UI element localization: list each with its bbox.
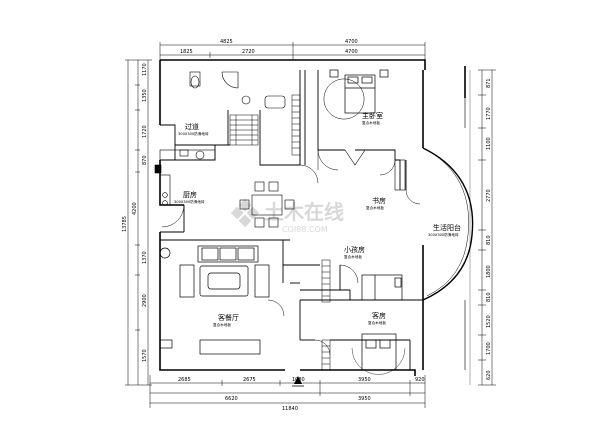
right-dimension-labels: 871 1770 1100 2770 810 1800 810 1520 170… [486,78,492,380]
dim-right-9: 1700 [486,342,492,355]
dim-left-8: 1570 [142,349,148,362]
dim-right-5: 810 [486,235,492,245]
dim-left-7: 2900 [142,294,148,307]
staircase [229,114,259,146]
room-label-balcony: 生活阳台 [433,223,461,232]
dim-right-2: 1770 [486,107,492,120]
room-label-master-bedroom: 主卧室 [362,111,383,120]
dim-left-1: 1170 [142,63,148,76]
coffee-table-icon [207,272,241,290]
bathroom-fixtures [189,71,286,109]
dining-set [239,181,295,228]
door-swings [161,149,421,356]
shoe-cabinet-icon [159,339,173,349]
dim-left-total: 13785 [122,216,128,232]
watermark-logo-icon [230,198,260,228]
small-bed [361,274,403,301]
room-note-study: 复合木地板 [366,205,384,210]
room-note-hallway: 300X300防滑地砖 [178,131,209,136]
dim-left-6: 1370 [142,251,148,264]
dim-bottom-outer-1: 6620 [225,396,238,402]
dim-bottom-inner-4: 3950 [358,377,371,383]
dim-bottom-total: 11840 [282,406,298,412]
room-label-kitchen: 厨房 [183,190,197,199]
rug-icon [199,265,249,297]
tv-cabinet-icon [199,339,261,355]
dim-bottom-outer-2: 3950 [358,396,371,402]
room-label-study: 书房 [372,196,386,205]
dim-left-2: 1350 [142,89,148,102]
dim-top-outer-2: 4700 [345,39,358,45]
washbasin-icon [241,95,251,105]
dim-right-3: 1100 [486,137,492,150]
sofa-icon [197,245,259,263]
dim-bottom-inner-2: 2675 [243,377,256,383]
dimension-lines [125,42,496,408]
sink-icon [179,149,189,157]
room-note-kitchen: 300X300防滑地砖 [174,199,205,204]
left-dimension-labels: 1170 1350 1720 870 4200 1370 2900 1570 1… [122,63,148,362]
room-note-master-bedroom: 复合木地板 [362,120,380,125]
dim-left-3: 1720 [142,125,148,138]
watermark-main: 土木在线 [264,200,344,224]
dim-top-inner-2: 2720 [242,49,255,55]
dim-top-outer-1: 4825 [220,39,233,45]
study-desk [344,149,406,191]
dim-bottom-inner-3: 1080 [292,377,305,383]
basin-icon [195,150,205,160]
dim-top-inner-3: 4700 [345,49,358,55]
entrance-arrow-icon [292,376,304,387]
watermark: 土木在线 COI88.COM [230,198,344,234]
kitchen-fixtures [154,149,216,206]
dim-bottom-inner-1: 2685 [178,377,191,383]
stove-icon [162,192,168,198]
room-labels: 过道 300X300防滑地砖 主卧室 复合木地板 书房 复合木地板 厨房 300… [174,111,461,327]
bathtub-icon [264,95,286,109]
room-note-balcony: 300X300防滑地砖 [428,232,459,237]
toilet-icon [189,71,201,87]
bay-window [422,66,474,370]
watermark-sub: COI88.COM [282,225,328,234]
room-note-small-bedroom: 复合木地板 [344,254,362,259]
room-note-living-dining: 复合木地板 [213,322,231,327]
shower-icon [221,71,239,89]
dim-right-1: 871 [486,78,492,88]
room-label-hallway: 过道 [185,122,199,131]
dim-top-inner-1: 1825 [180,49,193,55]
master-bed [323,69,389,120]
room-label-small-bedroom: 小孩房 [344,245,365,254]
dim-right-4: 2770 [486,189,492,202]
dim-right-8: 1520 [486,315,492,328]
guest-bed [351,333,406,375]
dim-left-4: 870 [142,155,148,165]
dim-right-6: 1800 [486,265,492,278]
dim-right-7: 810 [486,292,492,302]
room-note-guest-room: 复合木地板 [368,320,386,325]
wardrobes [291,94,331,371]
dim-right-10: 620 [486,370,492,380]
dim-left-5: 4200 [132,202,138,215]
room-label-living-dining: 客餐厅 [218,313,239,322]
dim-bottom-inner-5: 920 [415,377,425,383]
room-label-guest-room: 客房 [372,311,386,320]
plant-icon [159,247,171,259]
living-furniture [159,245,270,355]
